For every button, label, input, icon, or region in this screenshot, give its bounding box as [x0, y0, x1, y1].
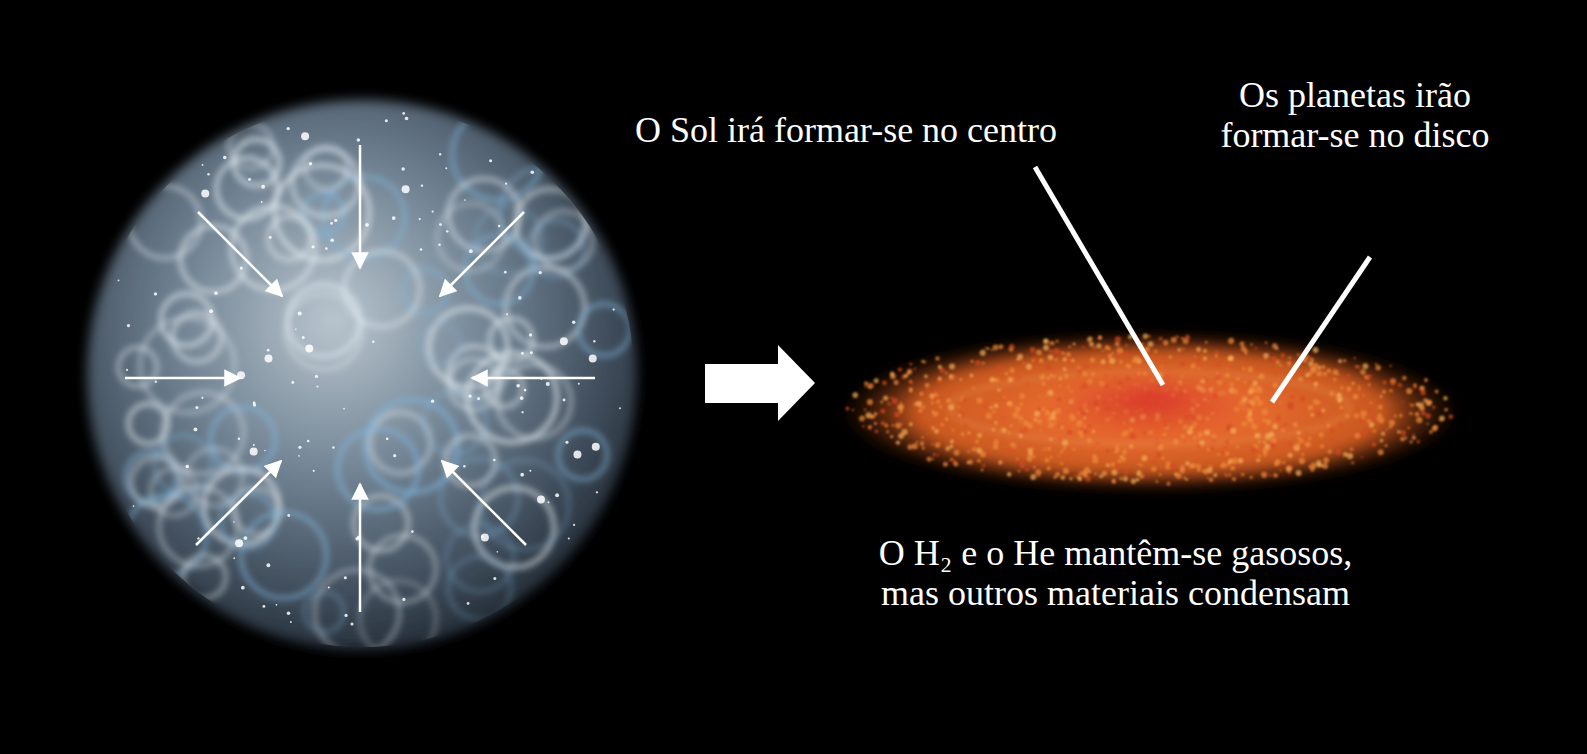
transition-arrow	[705, 345, 815, 421]
protoplanetary-disk	[840, 332, 1460, 492]
annotation-label: O H₂ e o He mantêm-se gasosos, mas outro…	[858, 534, 1373, 613]
collapsing-cloud	[87, 100, 637, 657]
annotation-label: Os planetas irão formar-se no disco	[1200, 76, 1510, 155]
leader-lines	[1035, 167, 1370, 402]
inward-arrows	[125, 145, 595, 612]
annotation-label: O Sol irá formar-se no centro	[596, 111, 1096, 151]
